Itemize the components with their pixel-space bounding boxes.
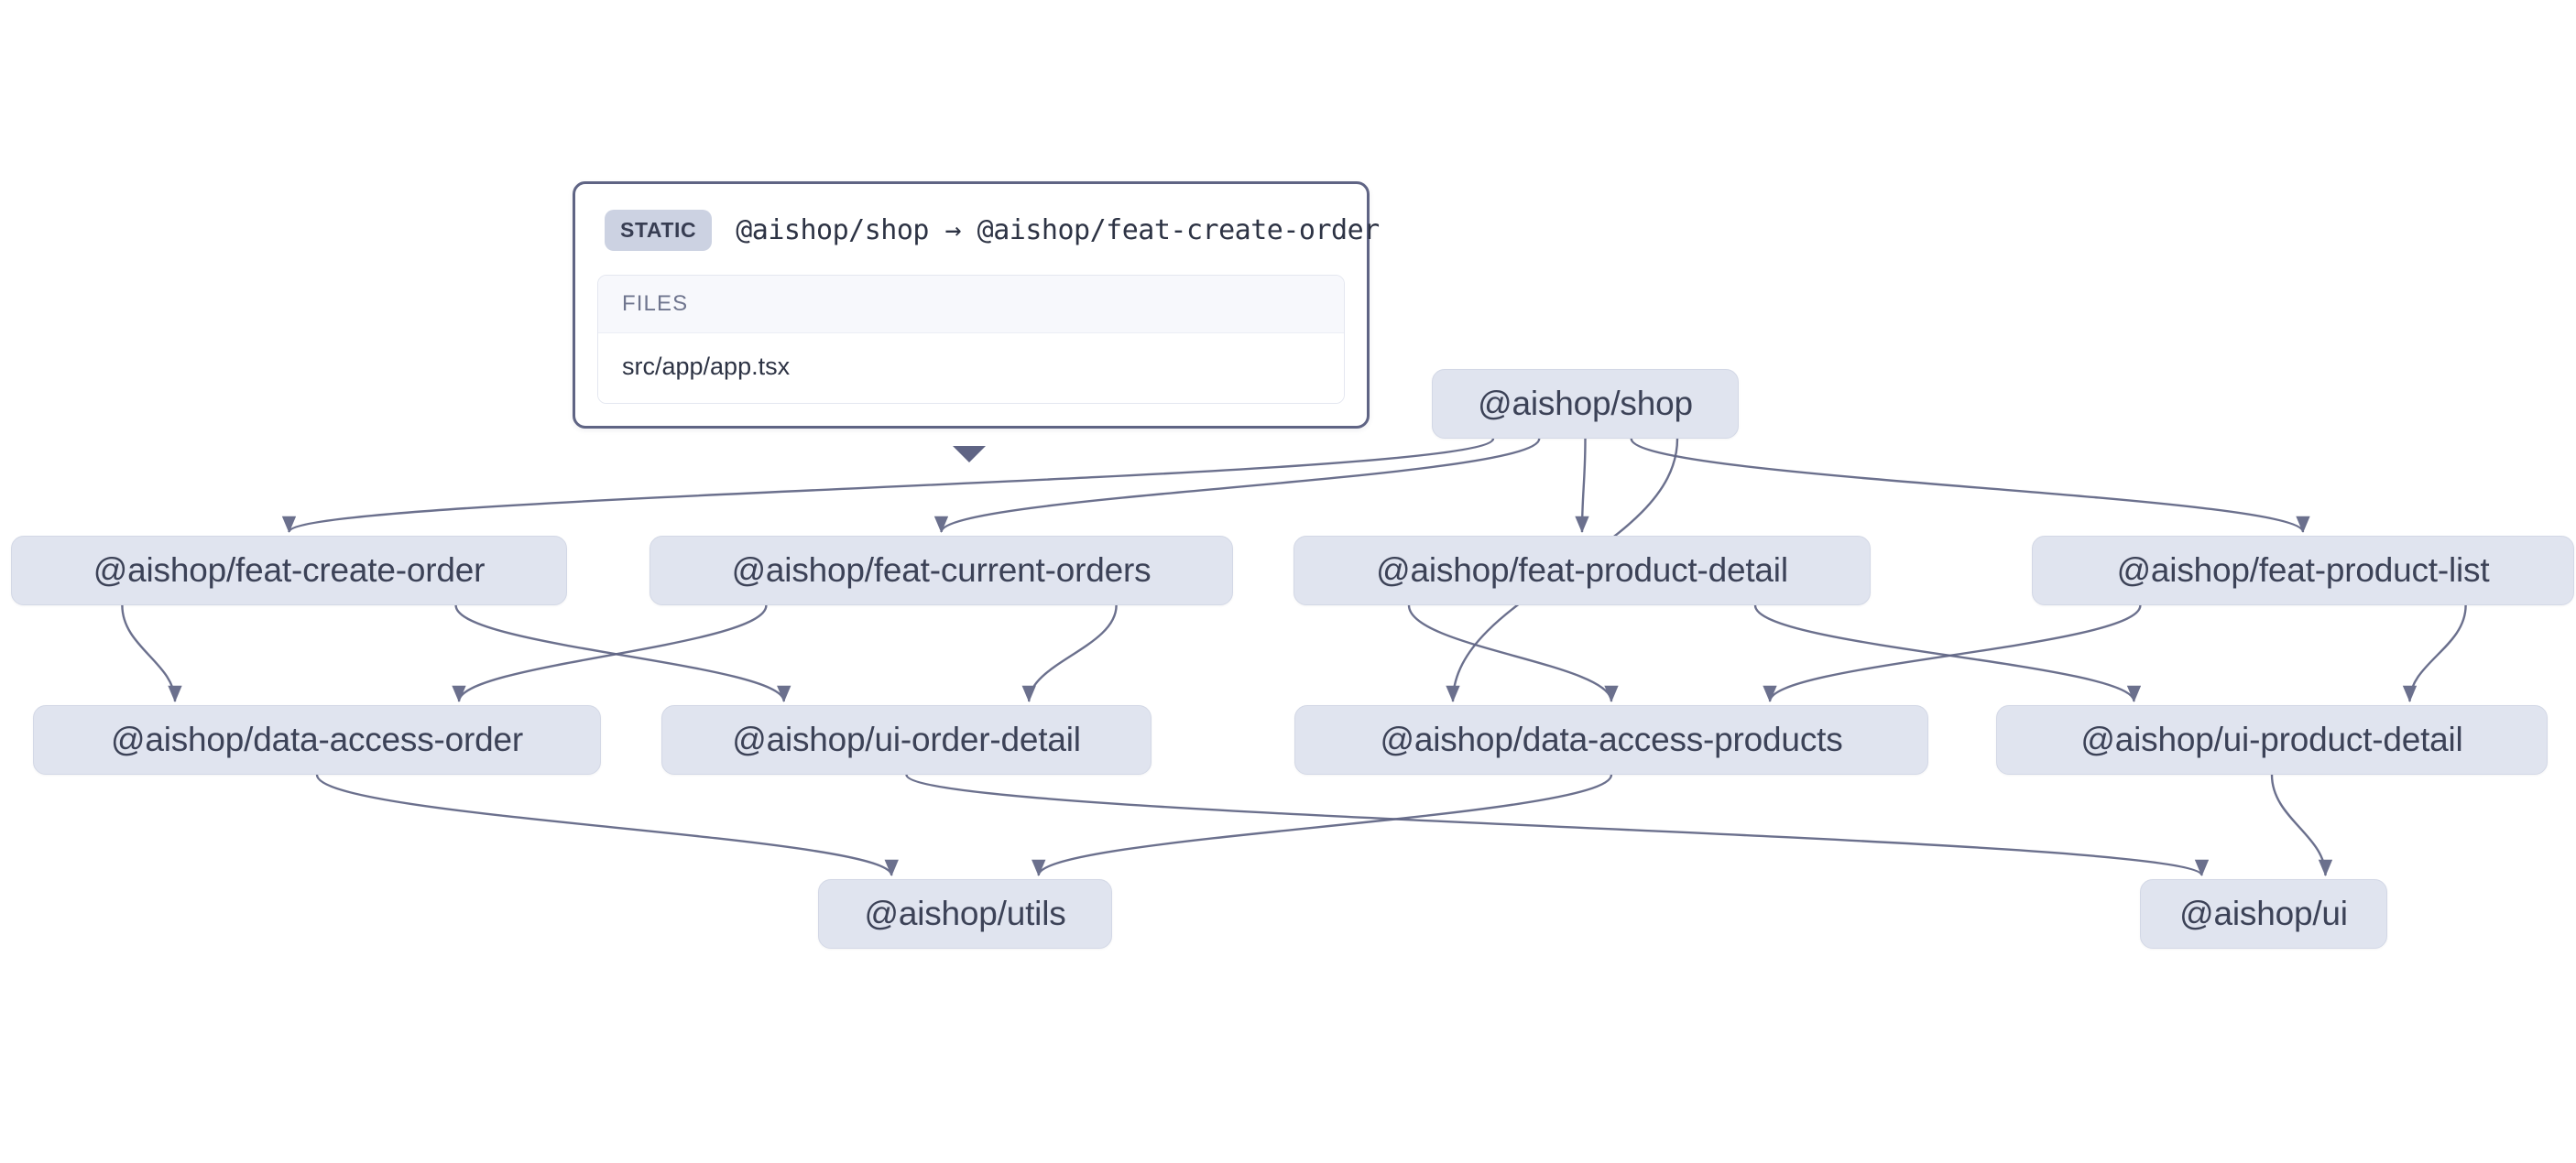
graph-edge-shop-to-feat-product-list[interactable] [1630, 438, 2310, 533]
tooltip-header: STATIC @aishop/shop → @aishop/feat-creat… [597, 204, 1380, 251]
graph-node-label: @aishop/feat-product-detail [1376, 551, 1788, 589]
graph-edge-ui-product-detail-to-ui[interactable] [2270, 774, 2333, 876]
graph-node-data-access-order[interactable]: @aishop/data-access-order [33, 705, 601, 775]
graph-edge-shop-to-feat-current-orders[interactable] [934, 438, 1541, 533]
files-panel: FILES src/app/app.tsx [597, 275, 1345, 404]
graph-edge-feat-current-orders-to-ui-order-detail[interactable] [1021, 604, 1118, 702]
graph-edge-data-access-order-to-utils[interactable] [315, 774, 899, 876]
graph-node-ui-product-detail[interactable]: @aishop/ui-product-detail [1996, 705, 2548, 775]
graph-node-feat-create-order[interactable]: @aishop/feat-create-order [11, 536, 567, 605]
graph-node-shop[interactable]: @aishop/shop [1432, 369, 1739, 439]
tooltip-pointer-arrow [953, 446, 986, 462]
graph-node-label: @aishop/data-access-order [110, 721, 524, 758]
graph-node-feat-current-orders[interactable]: @aishop/feat-current-orders [649, 536, 1233, 605]
graph-edge-shop-to-feat-create-order[interactable] [282, 437, 1495, 534]
graph-node-label: @aishop/ui [2179, 895, 2348, 932]
graph-edge-feat-product-list-to-ui-product-detail[interactable] [2402, 604, 2467, 702]
edge-detail-tooltip[interactable]: STATIC @aishop/shop → @aishop/feat-creat… [573, 181, 1380, 429]
graph-edge-feat-product-list-to-data-access-products[interactable] [1763, 604, 2142, 702]
static-badge: STATIC [605, 210, 713, 251]
graph-node-ui-order-detail[interactable]: @aishop/ui-order-detail [661, 705, 1152, 775]
graph-node-feat-product-detail[interactable]: @aishop/feat-product-detail [1293, 536, 1871, 605]
graph-edge-data-access-products-to-utils[interactable] [1031, 774, 1613, 876]
graph-node-label: @aishop/ui-product-detail [2080, 721, 2463, 758]
graph-node-label: @aishop/feat-current-orders [731, 551, 1152, 589]
graph-node-label: @aishop/utils [864, 895, 1066, 932]
graph-node-feat-product-list[interactable]: @aishop/feat-product-list [2032, 536, 2574, 605]
file-list-item[interactable]: src/app/app.tsx [598, 333, 1344, 403]
tooltip-title: @aishop/shop → @aishop/feat-create-order [736, 214, 1380, 246]
graph-edge-paths [121, 437, 2467, 877]
graph-edge-feat-product-detail-to-data-access-products[interactable] [1407, 604, 1619, 702]
graph-node-label: @aishop/ui-order-detail [732, 721, 1081, 758]
graph-node-label: @aishop/shop [1478, 385, 1693, 422]
files-panel-header: FILES [598, 276, 1344, 333]
graph-edge-feat-current-orders-to-data-access-order[interactable] [452, 604, 768, 702]
graph-node-label: @aishop/feat-product-list [2116, 551, 2490, 589]
graph-node-ui[interactable]: @aishop/ui [2140, 879, 2387, 949]
graph-edge-ui-order-detail-to-ui[interactable] [905, 774, 2209, 877]
graph-node-data-access-products[interactable]: @aishop/data-access-products [1294, 705, 1928, 775]
graph-edge-feat-create-order-to-ui-order-detail[interactable] [454, 604, 791, 702]
graph-node-label: @aishop/data-access-products [1380, 721, 1843, 758]
graph-edge-shop-to-feat-product-detail[interactable] [1575, 438, 1589, 533]
graph-node-utils[interactable]: @aishop/utils [818, 879, 1112, 949]
graph-edge-feat-product-detail-to-ui-product-detail[interactable] [1753, 604, 2142, 702]
graph-node-label: @aishop/feat-create-order [93, 551, 486, 589]
graph-edge-feat-create-order-to-data-access-order[interactable] [121, 604, 182, 702]
